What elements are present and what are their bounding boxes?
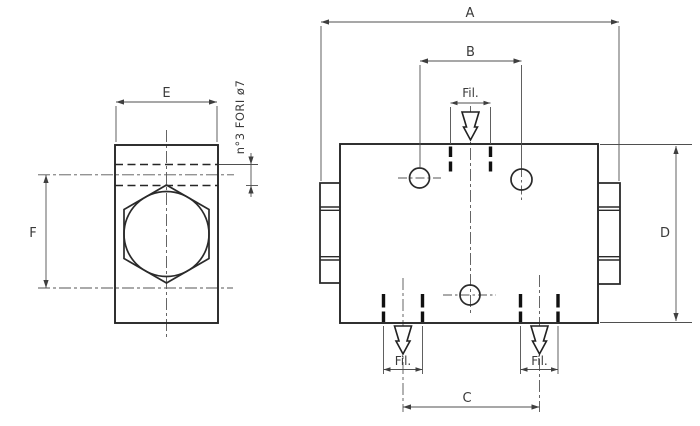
top-fil-port: Fil.	[450, 86, 491, 144]
front-view: A B Fil. Fil. Fil.	[319, 6, 692, 412]
dim-c: C	[403, 391, 540, 410]
bottom-left-fil-extension-lines	[383, 326, 423, 374]
left-port-boss	[319, 182, 340, 284]
dim-d-label: D	[660, 226, 670, 241]
left-boss-thread-lines	[320, 206, 340, 261]
bottom-right-fil-label: Fil.	[531, 354, 548, 368]
bottom-left-fil-port: Fil.	[383, 325, 423, 374]
dim-e-extension-lines	[115, 106, 218, 142]
dim-a-label: A	[466, 6, 475, 21]
bottom-left-port-thread-marks	[381, 294, 425, 322]
bottom-right-port-thread-marks	[518, 294, 560, 322]
filter-arrow-icon	[460, 111, 481, 142]
hex-plug-outline	[123, 184, 210, 284]
bottom-right-fil-extension-lines	[520, 326, 559, 374]
side-view-outline	[114, 144, 219, 324]
left-boss-outline	[319, 182, 340, 284]
dim-d-extension-lines	[600, 144, 692, 323]
dim-e: E	[115, 86, 218, 142]
dim-c-label: C	[462, 391, 471, 406]
note-arrows	[248, 156, 254, 194]
dim-d: D	[600, 144, 692, 323]
upper-right-mounting-hole	[510, 168, 533, 191]
top-fil-extension-lines	[450, 107, 491, 144]
dim-e-label: E	[162, 86, 170, 101]
upper-left-mounting-hole	[408, 167, 431, 189]
top-fil-label: Fil.	[462, 86, 479, 100]
dim-f: F	[29, 175, 49, 288]
dim-a-extension-lines	[320, 26, 620, 181]
side-view: E F n°3 FORI ø7	[29, 80, 258, 337]
dim-b: B	[419, 45, 522, 168]
dim-b-label: B	[466, 45, 475, 60]
bottom-left-fil-label: Fil.	[395, 354, 412, 368]
right-boss-outline	[598, 182, 621, 285]
bottom-mounting-hole	[459, 284, 481, 306]
hex-plug-circle	[123, 190, 210, 278]
right-port-boss	[598, 182, 621, 285]
top-port-thread-marks	[448, 146, 493, 172]
dim-f-label: F	[29, 226, 36, 241]
holes-note-callout: n°3 FORI ø7	[219, 80, 258, 197]
front-view-outline	[339, 143, 599, 324]
dim-b-extension-lines	[419, 65, 522, 168]
filter-arrow-icon	[529, 325, 550, 356]
right-boss-thread-lines	[598, 206, 620, 261]
bottom-right-fil-port: Fil.	[520, 325, 559, 374]
dim-a: A	[320, 6, 620, 181]
filter-arrow-icon	[393, 325, 413, 356]
holes-note-label: n°3 FORI ø7	[233, 80, 247, 155]
